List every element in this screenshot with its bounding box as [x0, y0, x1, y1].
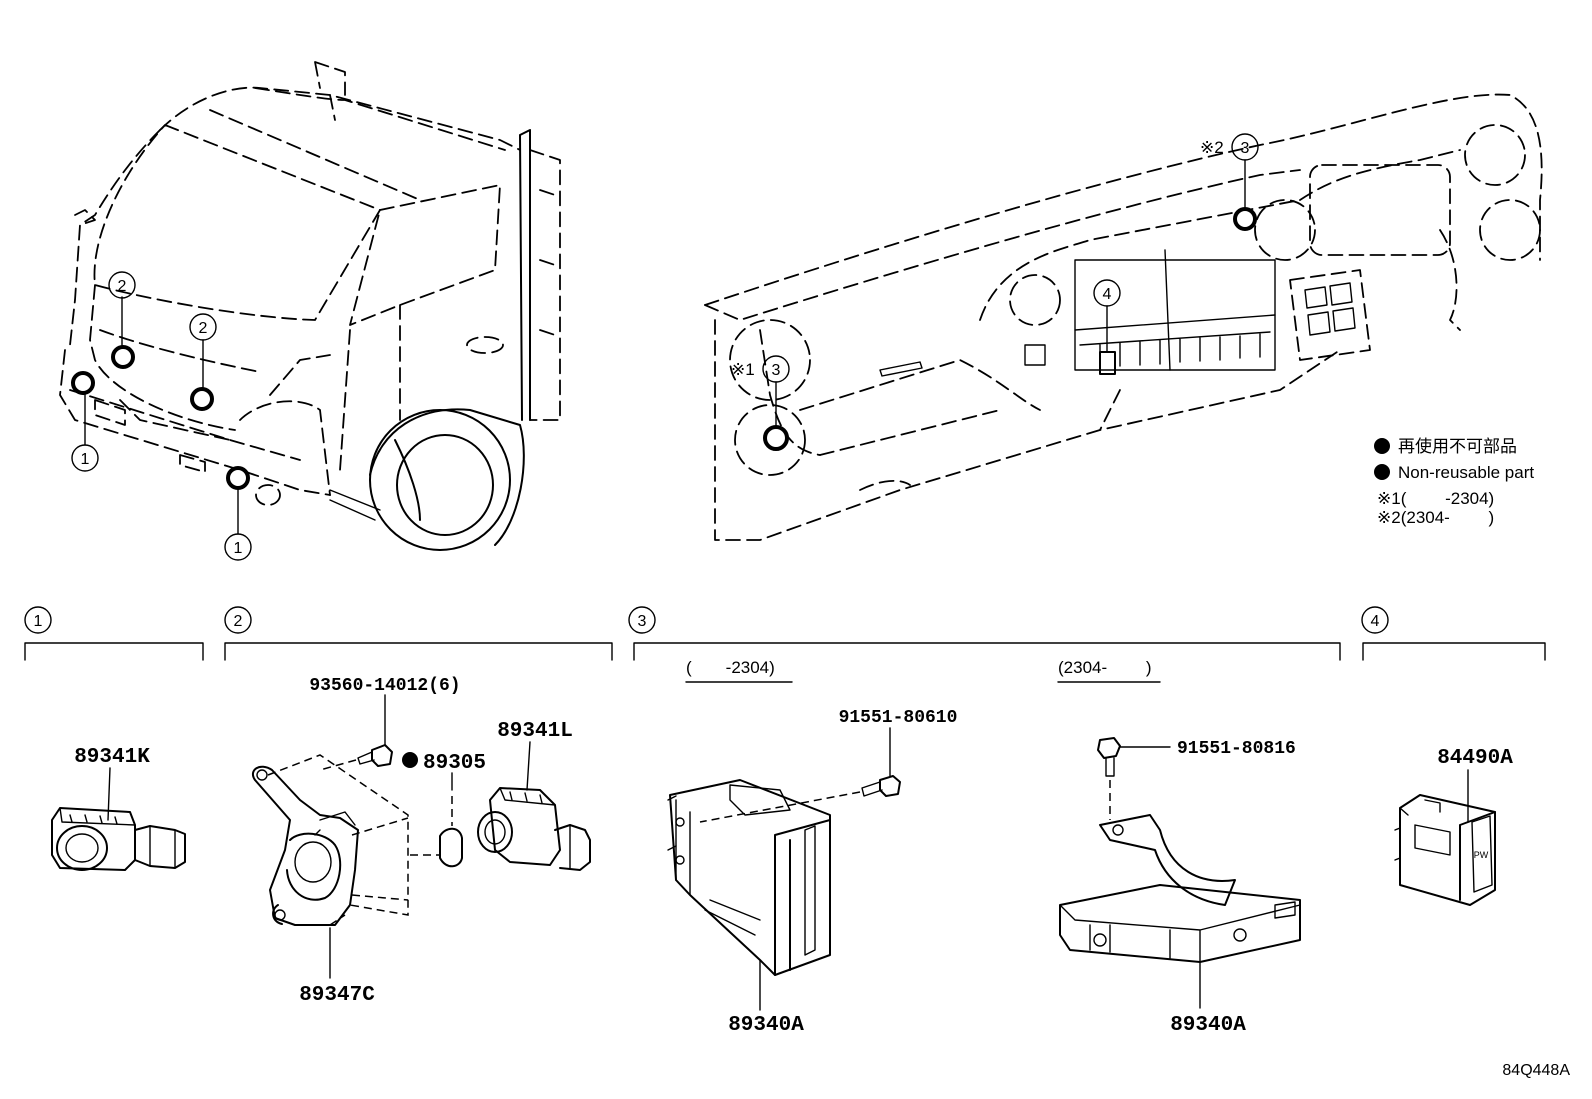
part-number-89305: 89305 — [423, 752, 486, 775]
callout-1b: 1 — [224, 533, 252, 561]
callout-star1-label: ※1 — [731, 360, 755, 379]
legend: 再使用不可部品 Non-reusable part ※1( -2304) ※2(… — [1374, 436, 1534, 527]
switch-84490A: PW 84490A — [1394, 747, 1513, 906]
part-number-91551-80816: 91551-80816 — [1177, 739, 1296, 759]
bolt-91551-80610: 91551-80610 — [699, 708, 958, 823]
part-number-89340A-right: 89340A — [1170, 1014, 1246, 1037]
period-left: ( -2304) — [686, 658, 775, 677]
group-header-4: 4 — [1361, 606, 1546, 661]
svg-text:1: 1 — [34, 613, 43, 630]
dashboard-illustration — [704, 93, 1543, 541]
callout-1a: 1 — [71, 444, 99, 472]
legend-dot-icon — [1374, 438, 1390, 454]
group-header-2: 2 — [224, 606, 613, 661]
legend-en-text: Non-reusable part — [1398, 463, 1534, 482]
sensor-89341L: 89341L — [477, 720, 591, 871]
part-number-91551-80610: 91551-80610 — [839, 708, 958, 728]
module-89340A-right: 89340A — [1059, 814, 1301, 1037]
callout-number: 3 — [772, 362, 781, 379]
callout-star2-label: ※2 — [1200, 138, 1224, 157]
sensor-89341K: 89341K — [51, 746, 186, 871]
legend-jp-text: 再使用不可部品 — [1398, 436, 1517, 456]
period-right: (2304- ) — [1058, 658, 1152, 677]
callout-number: 2 — [118, 278, 127, 295]
callout-3-left: 3 ※1 — [731, 355, 790, 383]
group-header-3: 3 ( -2304) (2304- ) — [628, 606, 1341, 683]
switch-label: PW — [1474, 850, 1489, 860]
figure-id: 84Q448A — [1502, 1062, 1570, 1079]
part-number-89341L: 89341L — [497, 720, 573, 743]
callout-2b: 2 — [189, 313, 217, 341]
non-reusable-dot-icon — [402, 752, 418, 768]
callout-number: 1 — [234, 540, 243, 557]
part-number-89341K: 89341K — [74, 746, 150, 769]
part-number-84490A: 84490A — [1437, 747, 1513, 770]
callout-number: 4 — [1103, 286, 1112, 303]
callout-3-right: 3 ※2 — [1200, 133, 1259, 161]
legend-note1: ※1( -2304) — [1377, 489, 1494, 508]
screw-93560: 93560-14012(6) — [309, 676, 461, 771]
part-number-93560: 93560-14012(6) — [309, 676, 460, 696]
bracket-89347C: 89347C — [252, 754, 409, 1007]
callout-2a: 2 — [108, 271, 136, 299]
truck-illustration — [59, 61, 561, 551]
callout-number: 3 — [1241, 140, 1250, 157]
legend-dot-icon — [1374, 464, 1390, 480]
svg-text:2: 2 — [234, 613, 243, 630]
part-number-89347C: 89347C — [299, 984, 375, 1007]
part-number-89340A-left: 89340A — [728, 1014, 804, 1037]
callout-number: 2 — [199, 320, 208, 337]
pad-89305: 89305 — [402, 752, 486, 868]
svg-text:4: 4 — [1371, 613, 1380, 630]
legend-note2: ※2(2304- ) — [1377, 508, 1494, 527]
group-header-1: 1 — [24, 606, 204, 661]
module-89340A-left: 89340A — [667, 779, 831, 1037]
svg-text:3: 3 — [638, 613, 647, 630]
callout-number: 1 — [81, 451, 90, 468]
callout-4: 4 — [1093, 279, 1121, 307]
bolt-91551-80816: 91551-80816 — [1097, 737, 1296, 820]
